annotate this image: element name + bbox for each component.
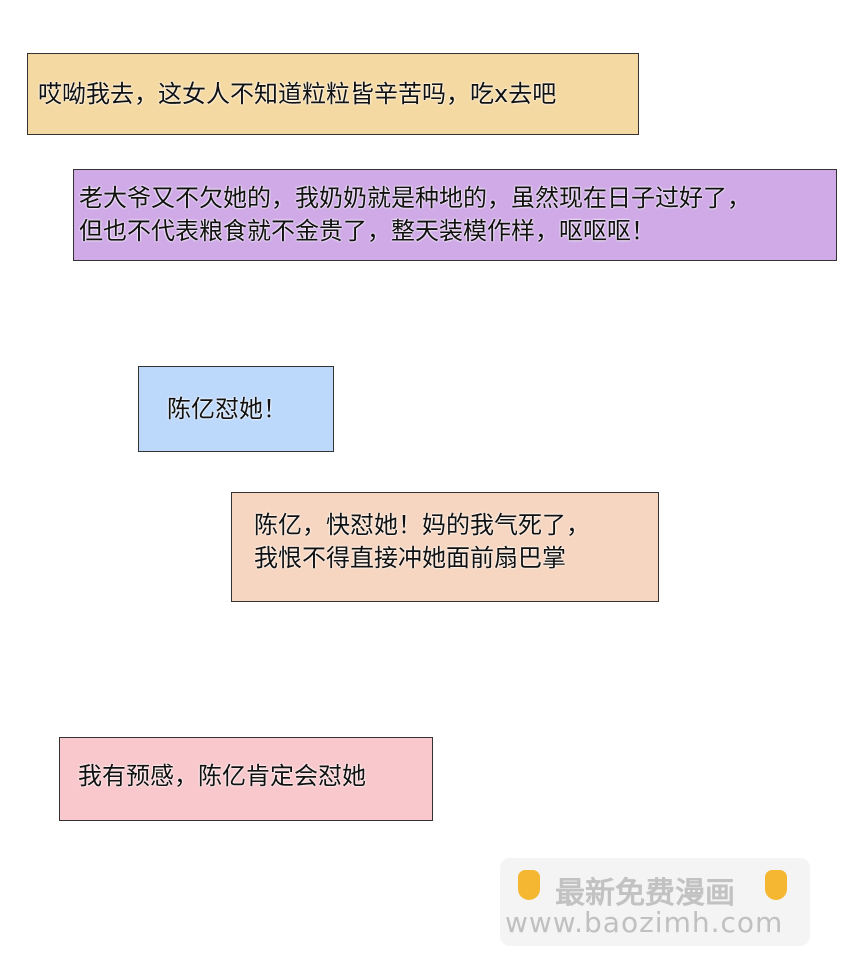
watermark-title: 最新免费漫画 xyxy=(555,876,735,911)
speech-text: 哎呦我去，这女人不知道粒粒皆辛苦吗，吃x去吧 xyxy=(38,80,557,108)
speech-box-5: 我有预感，陈亿肯定会怼她 xyxy=(59,737,433,821)
pointing-down-hand-icon xyxy=(765,870,787,900)
watermark: 最新免费漫画 www.baozimh.com xyxy=(500,858,810,946)
speech-box-3: 陈亿怼她！ xyxy=(138,366,334,452)
watermark-url: www.baozimh.com xyxy=(505,906,784,939)
speech-box-1: 哎呦我去，这女人不知道粒粒皆辛苦吗，吃x去吧 xyxy=(27,53,639,135)
speech-text-line: 陈亿，快怼她！妈的我气死了， xyxy=(254,511,590,539)
speech-text-line: 但也不代表粮食就不金贵了，整天装模作样，呕呕呕！ xyxy=(79,217,655,245)
speech-text: 我有预感，陈亿肯定会怼她 xyxy=(78,762,366,790)
speech-text-line: 老大爷又不欠她的，我奶奶就是种地的，虽然现在日子过好了， xyxy=(79,184,751,212)
speech-text-line: 我恨不得直接冲她面前扇巴掌 xyxy=(254,544,566,572)
speech-box-2: 老大爷又不欠她的，我奶奶就是种地的，虽然现在日子过好了， 但也不代表粮食就不金贵… xyxy=(73,169,837,261)
speech-text: 陈亿怼她！ xyxy=(167,395,287,423)
pointing-down-hand-icon xyxy=(518,870,540,900)
speech-box-4: 陈亿，快怼她！妈的我气死了， 我恨不得直接冲她面前扇巴掌 xyxy=(231,492,659,602)
